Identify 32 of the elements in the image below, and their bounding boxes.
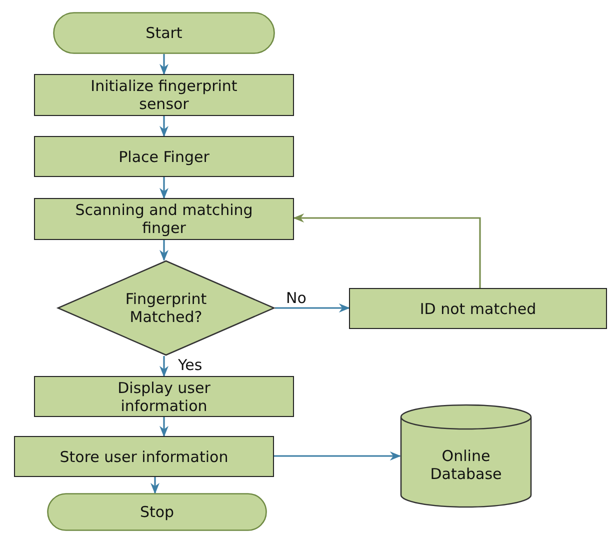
process-box [34,74,294,116]
process-box [349,288,607,329]
terminal-shape [47,493,267,531]
node-label: Scanning and matching finger [74,201,254,237]
node-label: Online Database [429,447,503,483]
node-label: Stop [138,503,176,521]
arrow [160,356,168,378]
node-label: Start [144,24,184,42]
database-cylinder [400,405,532,507]
arrow [275,304,350,312]
arrow [150,477,160,494]
process-box [14,436,274,477]
arrow [274,452,402,460]
edge-label: No [284,290,308,306]
node-label: Place Finger [118,148,210,166]
node-label: Display user information [116,378,212,414]
arrow [160,54,168,76]
node-label: Store user information [58,448,230,466]
process-box [34,198,294,240]
arrow [160,116,168,138]
arrow [160,240,168,262]
arrow [160,177,168,200]
node-label: Initialize fingerprint sensor [90,77,238,113]
node-label: ID not matched [418,300,538,318]
decision-diamond [57,260,275,356]
arrow [292,214,481,288]
process-box [34,376,294,417]
terminal-shape [53,12,275,54]
process-box [34,136,294,177]
edge-label: Yes [176,357,204,374]
node-label: Fingerprint Matched? [124,290,208,326]
arrow [160,417,168,438]
